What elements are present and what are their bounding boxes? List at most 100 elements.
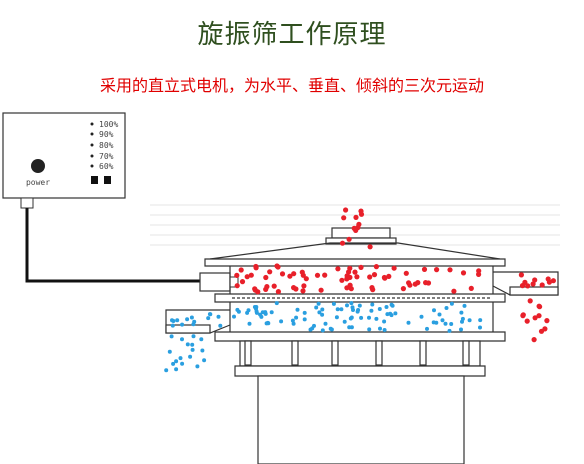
particle [216, 314, 221, 319]
particle [478, 318, 483, 323]
particle [269, 310, 274, 315]
particle [234, 283, 240, 289]
particle [459, 310, 464, 315]
level-dot-icon [90, 132, 94, 136]
level-dot-icon [90, 143, 94, 147]
particle [191, 322, 196, 327]
particle [341, 215, 347, 221]
particle [440, 318, 445, 323]
switch-button[interactable] [104, 176, 111, 184]
particle [247, 321, 252, 326]
particle [425, 326, 429, 331]
particle [290, 318, 295, 323]
control-box: power 100% 90% 80% 70% 60% [2, 112, 126, 209]
particle [369, 308, 374, 313]
particle [302, 310, 307, 315]
particle [352, 269, 358, 275]
particle [339, 277, 345, 283]
particle [451, 288, 457, 294]
particle [384, 305, 389, 309]
particle [423, 280, 429, 286]
power-cable [25, 208, 200, 283]
particle [358, 264, 364, 270]
particle [239, 279, 246, 285]
particle [346, 236, 352, 242]
particle [178, 356, 183, 361]
particle [248, 272, 254, 278]
level-item: 60% [99, 162, 114, 171]
particle [349, 325, 354, 330]
particle [400, 286, 406, 292]
power-knob-icon[interactable] [31, 159, 45, 173]
particle [291, 271, 297, 277]
particle [190, 342, 195, 347]
particle [354, 274, 360, 280]
particle [522, 279, 528, 285]
particle [320, 307, 325, 312]
coarse-particles [234, 207, 557, 343]
particle [355, 309, 360, 314]
particle [185, 317, 190, 322]
particle [263, 274, 269, 281]
particle [367, 315, 371, 320]
particle [169, 334, 174, 339]
level-item: 100% [99, 120, 118, 129]
particle [449, 301, 454, 306]
particle [252, 305, 257, 309]
switch-button[interactable] [91, 176, 98, 184]
particle [374, 316, 379, 321]
particle [542, 326, 548, 332]
level-item: 90% [99, 130, 114, 139]
particle [252, 286, 258, 292]
particle [532, 277, 538, 283]
particle [171, 319, 176, 323]
particle [253, 265, 259, 271]
particle [191, 334, 196, 339]
particle [300, 272, 306, 278]
particle [244, 274, 250, 280]
particle [291, 321, 296, 326]
particle [524, 318, 530, 324]
particle [263, 286, 269, 292]
particle [180, 322, 185, 327]
particle [550, 278, 557, 284]
particle [382, 328, 387, 332]
particle [468, 285, 474, 291]
particle [342, 319, 347, 324]
particle [527, 298, 533, 304]
particle [415, 280, 421, 286]
particle [274, 263, 280, 269]
level-item: 80% [99, 141, 114, 150]
vibrating-screen-machine [165, 227, 559, 464]
diagram-title: 旋振筛工作原理 [197, 20, 387, 50]
particle [235, 307, 240, 312]
particle [421, 266, 428, 272]
particle [530, 281, 536, 287]
particle [407, 282, 413, 288]
level-dot-icon [90, 154, 94, 158]
particle [444, 306, 449, 310]
particle [382, 275, 388, 281]
particle [460, 319, 464, 324]
particle [279, 319, 284, 324]
particle [312, 323, 316, 328]
particle [431, 320, 436, 325]
particle [185, 342, 190, 347]
particle [367, 274, 373, 280]
particle [232, 314, 236, 319]
particle [314, 305, 319, 310]
particle [351, 308, 355, 312]
particle [317, 310, 322, 315]
particle [525, 283, 531, 289]
particle [314, 272, 321, 278]
particle [308, 327, 313, 332]
particle [389, 302, 394, 307]
particle [359, 315, 364, 320]
particle [180, 361, 185, 366]
particle [419, 314, 424, 319]
particle [449, 322, 454, 326]
particle [537, 304, 543, 310]
particle [544, 318, 550, 324]
particle [367, 244, 373, 250]
